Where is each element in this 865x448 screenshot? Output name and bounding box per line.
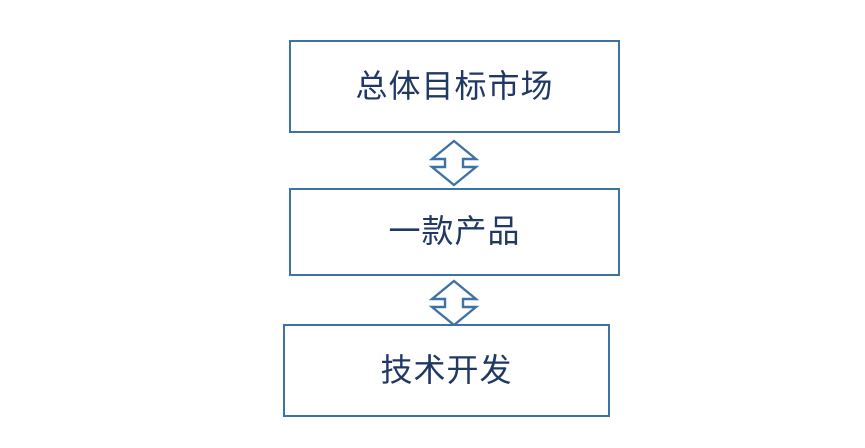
double-headed-vertical-arrow-icon <box>428 139 480 187</box>
node-label-single-product: 一款产品 <box>388 213 521 250</box>
node-box-total-addressable-market[interactable]: 总体目标市场 <box>289 40 620 133</box>
node-label-total-addressable-market: 总体目标市场 <box>355 67 554 104</box>
double-headed-vertical-arrow-glyph <box>428 279 480 327</box>
double-headed-vertical-arrow-glyph <box>428 139 480 187</box>
node-label-technology-development: 技术开发 <box>380 351 513 388</box>
node-box-technology-development[interactable]: 技术开发 <box>283 324 610 417</box>
double-headed-vertical-arrow-icon <box>428 279 480 327</box>
node-box-single-product[interactable]: 一款产品 <box>289 188 620 276</box>
